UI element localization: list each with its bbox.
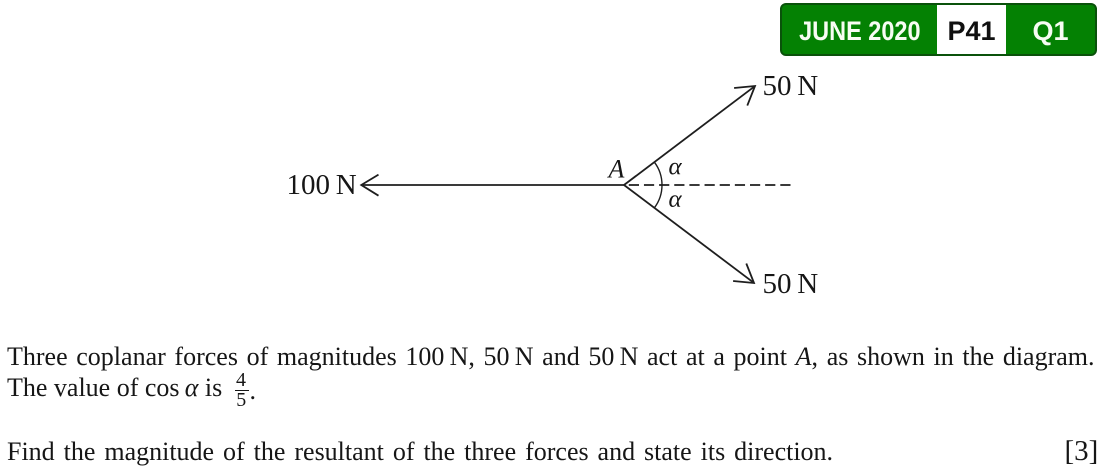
svg-text:α: α [669, 154, 683, 181]
svg-text:A: A [607, 155, 625, 184]
svg-text:50 N: 50 N [763, 70, 819, 102]
svg-text:100 N: 100 N [287, 169, 357, 201]
svg-text:α: α [669, 186, 683, 213]
svg-text:50 N: 50 N [763, 268, 819, 300]
